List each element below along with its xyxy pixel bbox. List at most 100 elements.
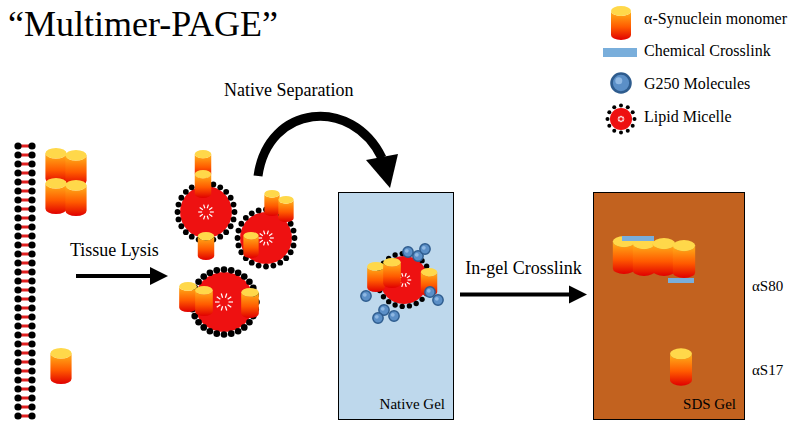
lipid-tail [217, 305, 221, 308]
lipid-tail [225, 306, 226, 310]
micelle-core [610, 108, 632, 130]
lipid-micelles [175, 181, 434, 338]
lipid-head [14, 277, 21, 284]
lipid-head [14, 142, 21, 149]
legend-text: α-Synuclein monomer [644, 10, 787, 28]
lipid-head [28, 178, 35, 185]
lipid-tail [209, 207, 212, 209]
legend-text: Lipid Micelle [644, 108, 732, 126]
lipid-head [14, 340, 21, 347]
lipid-head [223, 189, 229, 195]
lipid-head [28, 340, 35, 347]
lipid-head [228, 223, 234, 229]
lipid-head [217, 184, 223, 190]
legend-text: G250 Molecules [644, 75, 750, 93]
lipid-head [607, 124, 611, 128]
lipid-head [14, 160, 21, 167]
lipid-head [14, 214, 21, 221]
lipid-head [28, 349, 35, 356]
lipid-head [28, 196, 35, 203]
lipid-head [176, 216, 182, 222]
connector-arrow [460, 286, 587, 304]
native-gel-complex [361, 244, 443, 323]
lipid-head [210, 182, 216, 188]
lipid-head [246, 278, 253, 285]
lipid-tail [221, 306, 222, 310]
lipid-head [236, 242, 242, 248]
lipid-tail [264, 231, 265, 235]
separation-arrow [258, 116, 398, 188]
lipid-head [207, 328, 214, 335]
lipid-head [28, 331, 35, 338]
lipid-tail [229, 301, 234, 302]
lipid-head [291, 228, 297, 234]
sds-gel-fill [593, 192, 745, 420]
lipid-head [249, 260, 255, 266]
lipid-head [183, 229, 189, 235]
lipid-tail [618, 119, 619, 121]
lipid-head [28, 142, 35, 149]
lipid-tail [207, 216, 208, 220]
lipid-head [612, 105, 616, 109]
lipid-head [626, 129, 630, 133]
lipid-tail [619, 116, 621, 118]
lipid-head [228, 267, 235, 274]
lipid-head [189, 184, 195, 190]
lipid-tail [622, 116, 623, 118]
lipid-head [28, 376, 35, 383]
lipid-head [221, 331, 228, 338]
lipid-head [195, 319, 202, 326]
lipid-head [207, 269, 214, 276]
lipid-head [14, 385, 21, 392]
lipid-head [28, 268, 35, 275]
lipid-head [14, 169, 21, 176]
lipid-tail [618, 118, 620, 119]
lipid-head [217, 234, 223, 240]
lipid-head [246, 319, 253, 326]
lipid-tail [228, 297, 232, 300]
lysis-arrow [76, 267, 168, 285]
lipid-head [14, 241, 21, 248]
lipid-tail [622, 119, 623, 121]
lipid-head [28, 214, 35, 221]
lipid-head [256, 208, 262, 214]
lipid-tail [267, 242, 268, 246]
lipid-head [28, 385, 35, 392]
lipid-tail [618, 116, 619, 118]
lipid-head [288, 249, 294, 255]
native-gel-fill [338, 192, 454, 420]
lipid-tail [200, 214, 203, 216]
edge-label: In-gel Crosslink [465, 258, 582, 279]
arrow-head [569, 286, 587, 304]
lipid-tail [408, 279, 412, 280]
lipid-head [14, 322, 21, 329]
lipid-head [14, 358, 21, 365]
lipid-head [14, 295, 21, 302]
gel-box: SDS Gel [593, 192, 745, 420]
lipid-head [213, 330, 220, 337]
lipid-tail [210, 211, 214, 212]
lipid-head [14, 331, 21, 338]
annotation-label: αS17 [752, 362, 783, 379]
lipid-head [14, 178, 21, 185]
lipid-tail [405, 273, 406, 276]
lipid-head [28, 259, 35, 266]
lipid-head [183, 189, 189, 195]
legend-text: Chemical Crosslink [644, 42, 771, 60]
micelle-synuclein [179, 150, 293, 318]
lipid-tail [207, 205, 208, 209]
lipid-tail [217, 297, 221, 300]
lipid-head [419, 297, 424, 302]
lipid-head [414, 301, 419, 306]
lipid-tail [270, 237, 274, 238]
lipid-head [189, 234, 195, 240]
connector-line [460, 293, 571, 297]
lipid-head [228, 195, 234, 201]
lipid-head [231, 216, 237, 222]
lipid-tail [221, 293, 222, 297]
lipid-head [14, 250, 21, 257]
lipid-head [407, 303, 412, 308]
lipid-head [235, 235, 241, 241]
lipid-tail [269, 233, 272, 235]
